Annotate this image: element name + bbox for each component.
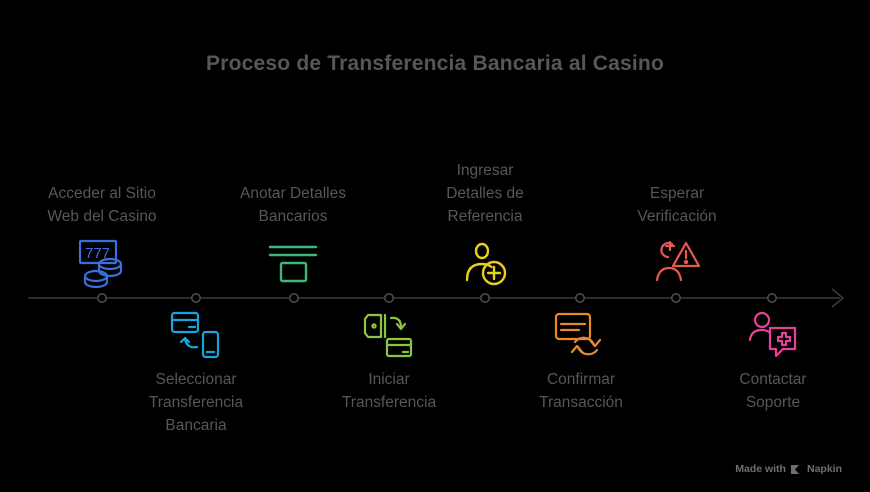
timeline-marker xyxy=(191,292,202,303)
step-6-label: Confirmar Transacción xyxy=(539,371,623,411)
page-title: Proceso de Transferencia Bancaria al Cas… xyxy=(206,52,664,75)
step-7-label: Esperar Verificación xyxy=(637,185,717,225)
timeline-marker xyxy=(766,292,777,303)
bank-counter-note-icon xyxy=(213,234,373,292)
credit-card-mobile-transfer-icon xyxy=(116,306,276,364)
step-1-label: Acceder al Sitio Web del Casino xyxy=(47,185,157,225)
timeline-marker xyxy=(383,292,394,303)
step-3-label: Anotar Detalles Bancarios xyxy=(240,185,346,225)
timeline-markers xyxy=(97,292,777,303)
step-4-label: Iniciar Transferencia xyxy=(341,371,437,411)
step-2-label: Seleccionar Transferencia Bancaria xyxy=(148,371,244,434)
timeline-marker xyxy=(670,292,681,303)
step-8: Contactar Soporte xyxy=(693,306,853,424)
step-6: Confirmar Transacción xyxy=(501,306,661,424)
step-1: Acceder al Sitio Web del Casino 777 xyxy=(22,176,182,292)
support-chat-person-icon xyxy=(693,306,853,364)
step-7: Esperar Verificación xyxy=(597,176,757,292)
step-2: Seleccionar Transferencia Bancaria xyxy=(116,306,276,446)
svg-text:777: 777 xyxy=(85,245,110,262)
watermark-brand-text: Napkin xyxy=(806,463,842,475)
napkin-logo-icon xyxy=(790,464,803,475)
watermark-made-with-text: Made with xyxy=(735,463,786,475)
credit-card-refresh-icon xyxy=(501,306,661,364)
step-8-label: Contactar Soporte xyxy=(739,371,807,411)
person-warning-triangle-icon xyxy=(597,234,757,292)
napkin-watermark: Made with Napkin xyxy=(735,463,842,475)
step-4: Iniciar Transferencia xyxy=(309,306,469,424)
timeline-marker xyxy=(288,292,299,303)
wallet-arrow-card-icon xyxy=(309,306,469,364)
step-3: Anotar Detalles Bancarios xyxy=(213,176,373,292)
timeline-marker xyxy=(97,292,108,303)
slot-machine-777-coins-icon: 777 xyxy=(22,234,182,292)
step-5: Ingresar Detalles de Referencia xyxy=(405,153,565,292)
timeline-marker xyxy=(479,292,490,303)
timeline-marker xyxy=(574,292,585,303)
add-user-plus-icon xyxy=(405,234,565,292)
step-5-label: Ingresar Detalles de Referencia xyxy=(446,162,524,225)
